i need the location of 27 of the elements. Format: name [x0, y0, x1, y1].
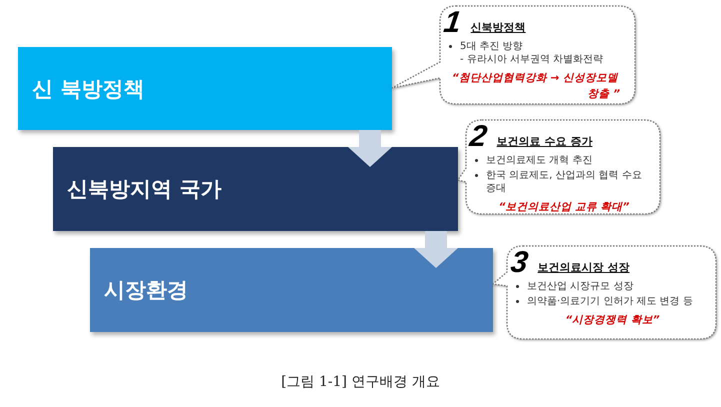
bullet-text: 5대 추진 방향: [446, 40, 523, 53]
bullet-text: 보건의료제도 개혁 추진: [472, 154, 592, 167]
step-number: 2: [468, 122, 489, 152]
bullet-text: 보건산업 시장규모 성장: [513, 280, 634, 293]
speech-bubble: [392, 4, 637, 106]
callout-title: 보건의료 수요 증가: [496, 134, 592, 149]
bar-label: 시장환경: [104, 277, 188, 304]
speech-bubble: [458, 118, 662, 216]
bar-label: 신북방지역 국가: [67, 176, 222, 203]
step-number: 3: [508, 248, 530, 278]
callout-title: 보건의료시장 성장: [538, 260, 630, 275]
callout-title: 신북방정책: [470, 20, 526, 35]
bullet-text: 한국 의료제도, 산업과의 협력 수요 증대: [472, 169, 656, 195]
level-bar: [53, 147, 458, 231]
level-bar: [90, 248, 493, 332]
highlight-quote: “보건의료산업 교류 확대”: [498, 200, 630, 215]
highlight-quote: “첨단산업협력강화 → 신성장모델 창출 ”: [451, 71, 621, 102]
speech-bubble: [493, 244, 718, 341]
down-arrow: [414, 231, 458, 268]
down-arrow: [348, 130, 392, 167]
sub-item-text: - 유라시아 서부권역 차별화전략: [459, 53, 604, 66]
bullet-text: 의약품·의료기기 인허가 제도 변경 등: [513, 295, 693, 308]
bar-label: 신 북방정책: [32, 76, 144, 102]
step-number: 1: [442, 8, 463, 38]
level-bar: [18, 47, 392, 130]
figure-caption: [그림 1-1] 연구배경 개요: [281, 374, 440, 390]
highlight-quote: “시장경쟁력 확보”: [564, 313, 661, 328]
